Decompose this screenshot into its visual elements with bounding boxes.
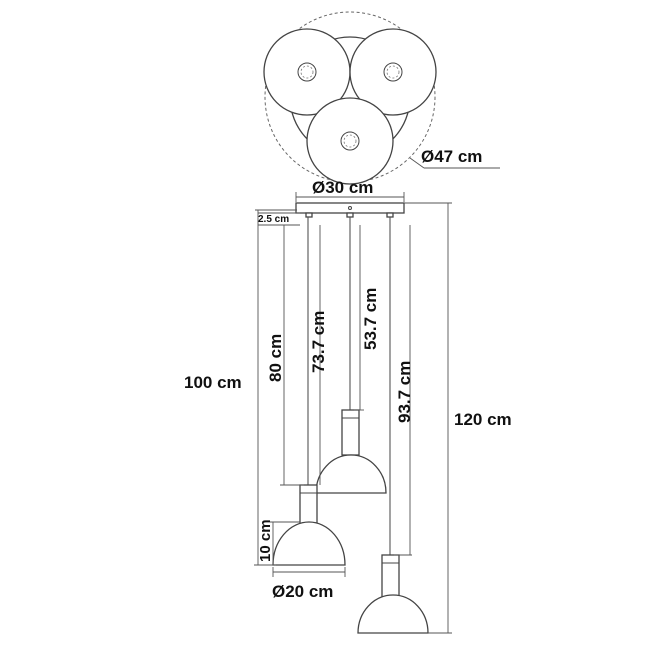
canopy-area-leader-line — [409, 157, 425, 169]
shade-height-label: 10 cm — [257, 519, 274, 562]
total-height-left-label: 100 cm — [184, 373, 242, 392]
shade-diameter-label: Ø20 cm — [272, 582, 333, 601]
canopy-height-label: 2.5 cm — [258, 214, 289, 225]
canopy-height-dimension: 2.5 cm — [258, 212, 300, 226]
dim-cord-right: 93.7 cm — [394, 225, 414, 556]
dim-shade-diameter: Ø20 cm — [272, 567, 346, 601]
dim-shade-height: 10 cm — [257, 519, 300, 565]
canopy-diameter-dimension: Ø30 cm — [295, 178, 405, 202]
cord-middle-label: 53.7 cm — [361, 288, 380, 350]
shade-top-view-right — [349, 28, 437, 116]
cord-left-label: 80 cm — [266, 334, 285, 382]
pendant-shade-left — [272, 484, 346, 566]
pendant-shade-middle — [315, 409, 387, 494]
cord-right-label: 93.7 cm — [395, 361, 414, 423]
pendant-shade-right — [357, 554, 429, 634]
dim-cord-left-overlay: 73.7 cm — [309, 225, 328, 485]
canopy-side-view — [295, 202, 405, 218]
canopy-diameter-label: Ø30 cm — [312, 178, 373, 197]
dim-total-right: 120 cm — [404, 202, 512, 634]
dim-cord-middle: 53.7 cm — [354, 225, 380, 411]
canopy-area-diameter-label: Ø47 cm — [421, 147, 482, 166]
canopy-plate — [295, 202, 405, 214]
dim-cord-left: 80 cm — [266, 225, 304, 486]
top-view: Ø47 cm — [263, 11, 500, 185]
total-height-right-label: 120 cm — [454, 410, 512, 429]
shade-top-view-bottom — [306, 97, 394, 185]
cord-left-overlay-label: 73.7 cm — [309, 311, 328, 373]
dim-total-left: 100 cm — [184, 209, 297, 566]
